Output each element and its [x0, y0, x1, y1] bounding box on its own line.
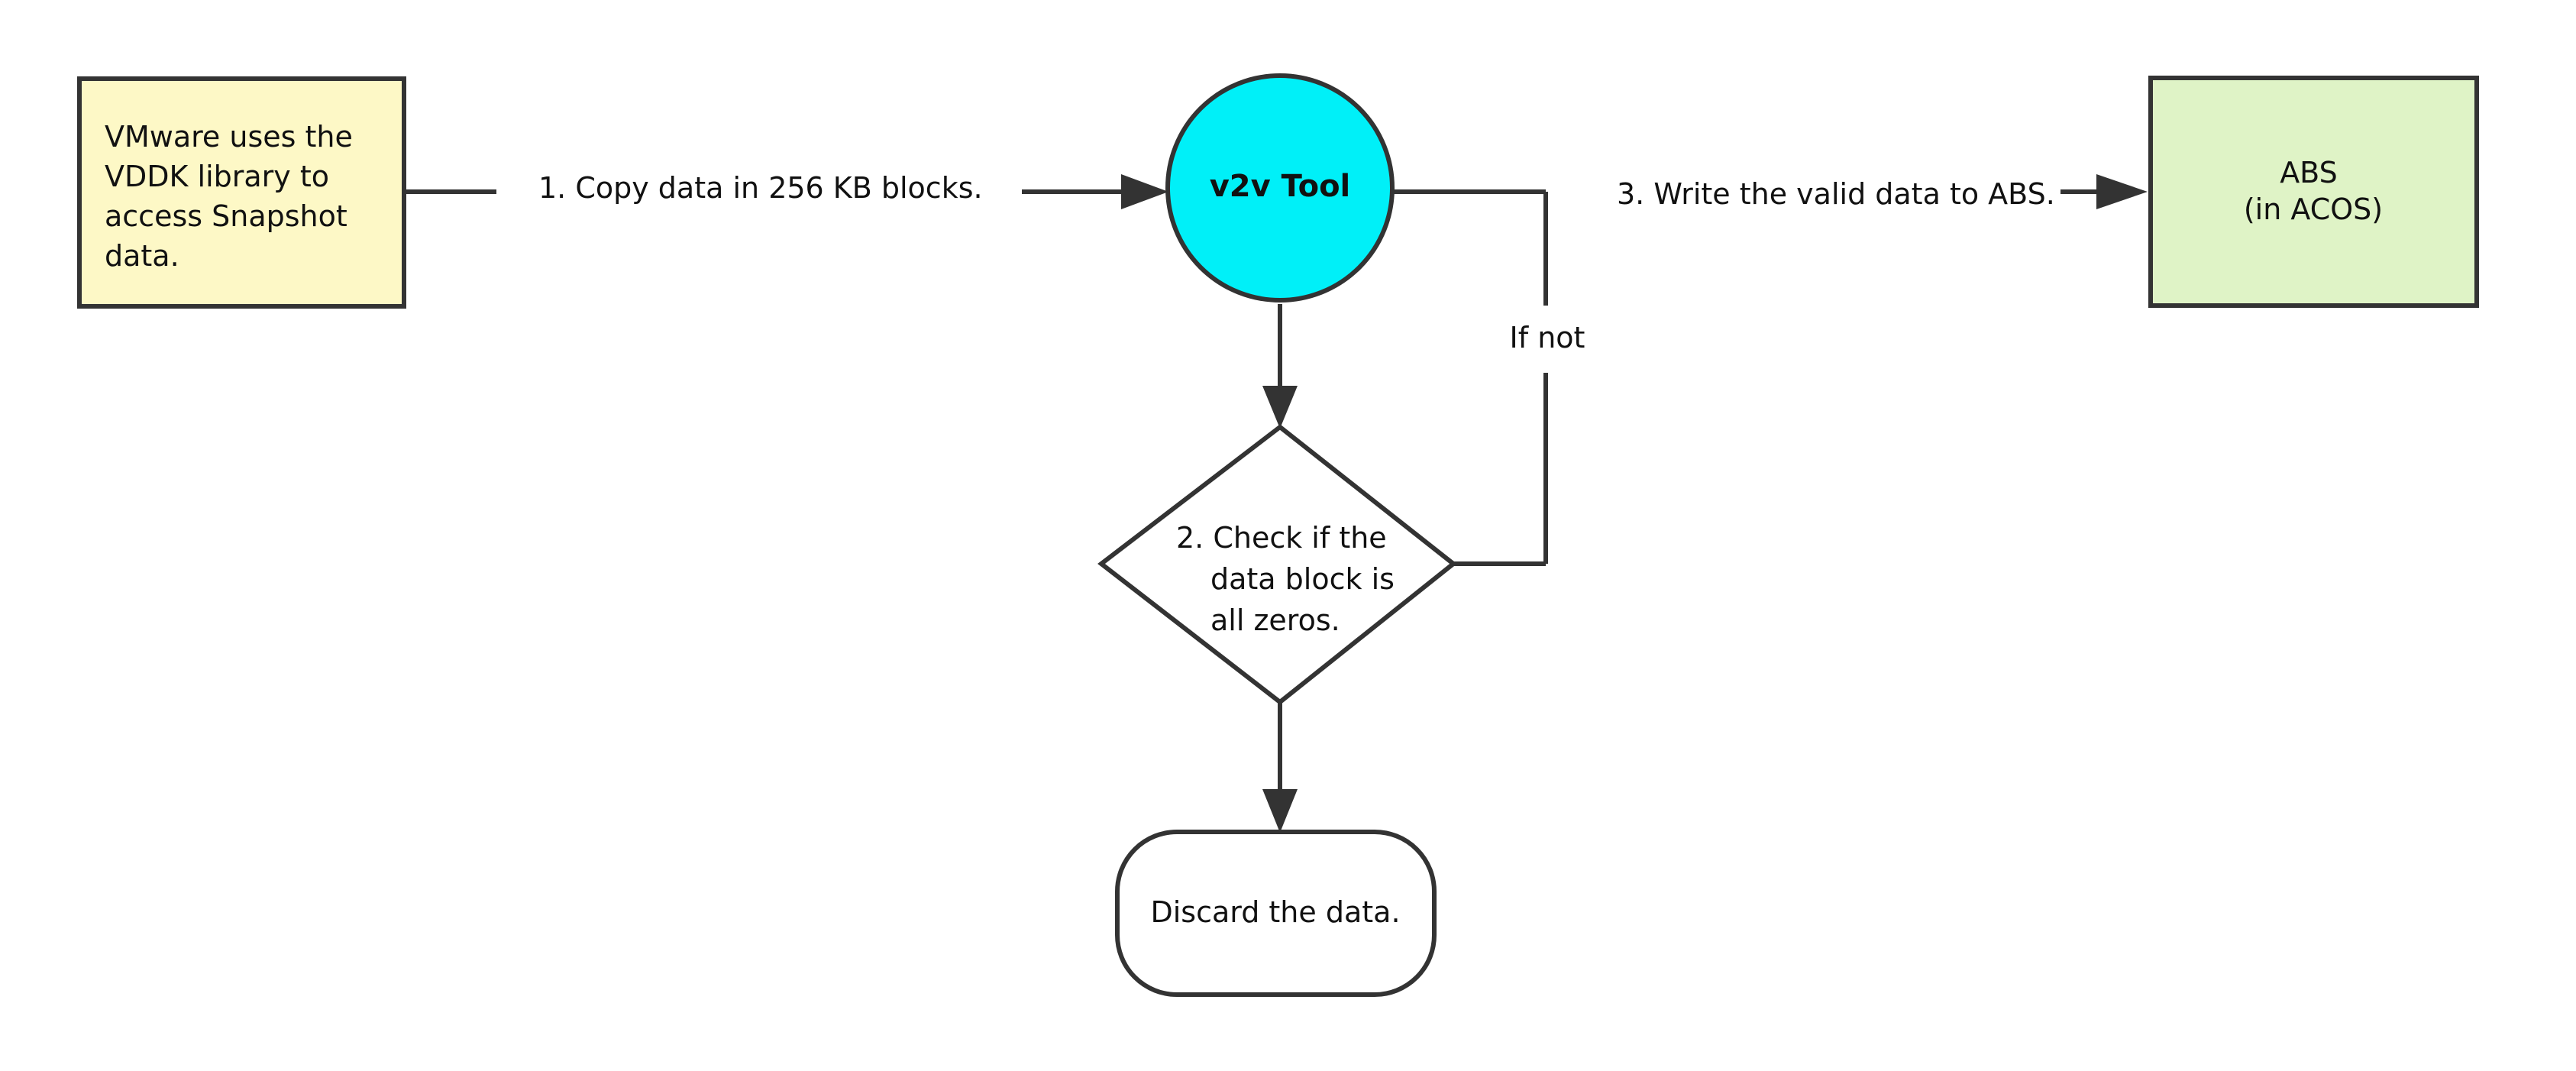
v2v-tool-label: v2v Tool [1210, 169, 1351, 204]
copy-label: 1. Copy data in 256 KB blocks. [538, 171, 983, 205]
vmware-text: VMware uses the VDDK library to access S… [105, 120, 362, 273]
check-node: 2. Check if the data block is all zeros. [1097, 424, 1457, 705]
abs-text: ABS (in ACOS) [2244, 156, 2383, 226]
discard-box [1115, 830, 1437, 997]
arrowhead-to-discard [1262, 789, 1298, 833]
arrowhead-to-abs [2096, 174, 2148, 209]
check-line-1: 2. Check if the [1176, 521, 1387, 555]
check-text: 2. Check if the data block is all zeros. [1176, 521, 1404, 637]
abs-node: ABS (in ACOS) [2148, 76, 2479, 308]
vmware-line-4: data. [105, 239, 179, 273]
arrowhead-to-check [1262, 386, 1298, 429]
if-not-label: If not [1510, 321, 1585, 354]
check-line-2: data block is [1210, 562, 1395, 596]
v2v-tool-circle [1165, 73, 1395, 303]
vmware-line-2: VDDK library to [105, 160, 329, 193]
discard-node: Discard the data. [1115, 830, 1437, 997]
vmware-line-1: VMware uses the [105, 120, 353, 154]
vmware-line-3: access Snapshot [105, 199, 347, 233]
check-line-3: all zeros. [1210, 603, 1340, 637]
abs-line-1: ABS [2280, 156, 2338, 189]
check-diamond [1097, 424, 1457, 705]
abs-box [2148, 76, 2479, 308]
v2v-tool-node: v2v Tool [1165, 73, 1395, 303]
abs-line-2: (in ACOS) [2244, 193, 2383, 226]
discard-label: Discard the data. [1150, 895, 1400, 929]
vmware-node: VMware uses the VDDK library to access S… [77, 76, 406, 309]
vmware-box [77, 76, 406, 309]
connectors [405, 174, 2148, 833]
write-label: 3. Write the valid data to ABS. [1617, 177, 2055, 211]
arrowhead-to-v2v [1121, 174, 1168, 209]
